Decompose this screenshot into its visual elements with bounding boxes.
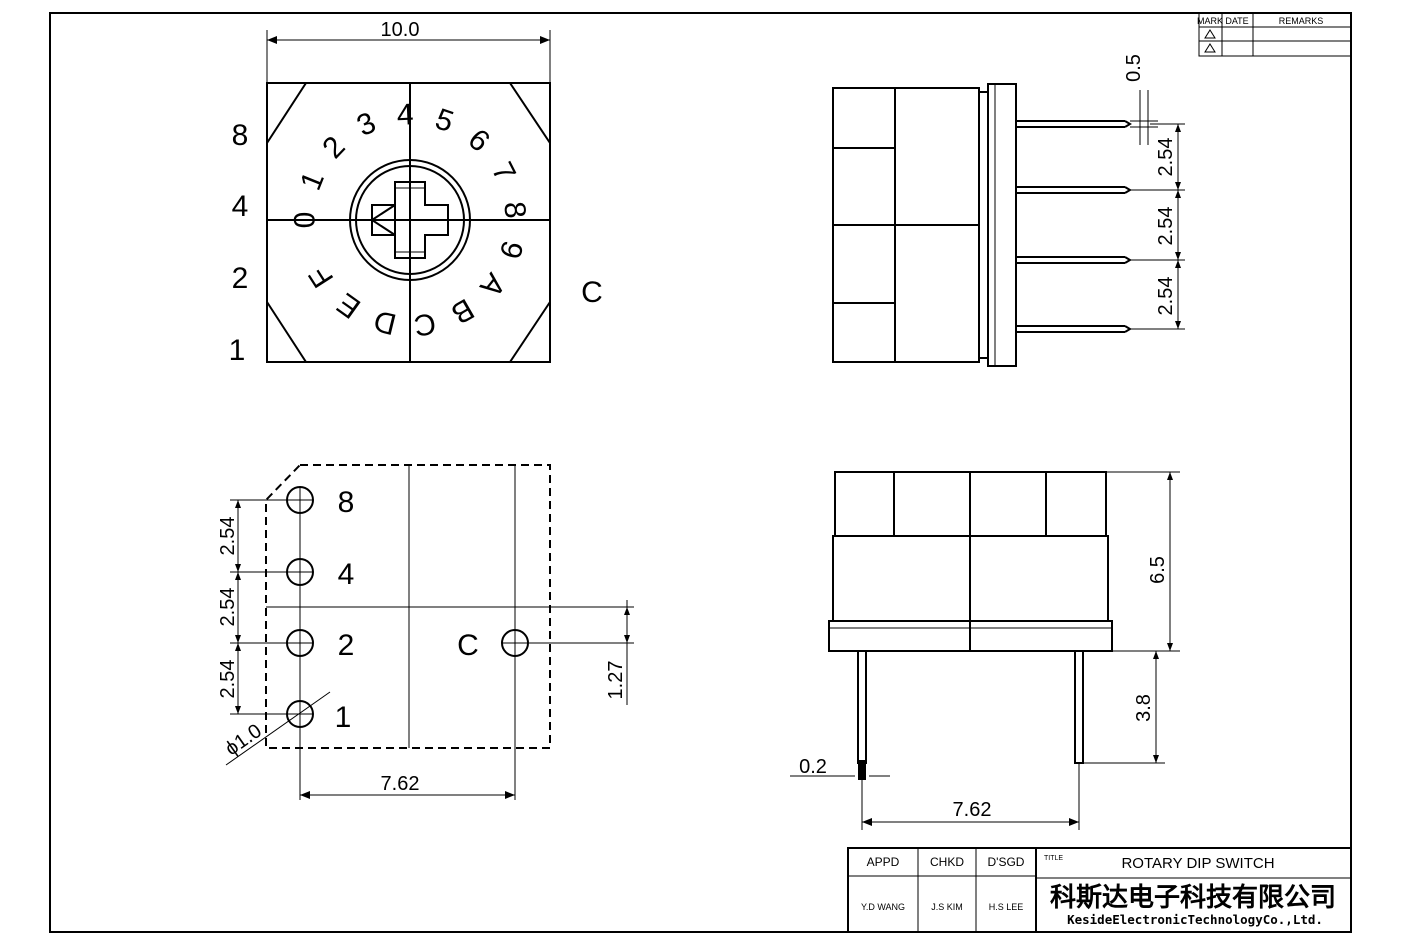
bottom-offset-dim: 1.27 xyxy=(605,661,627,700)
revision-triangle-icon xyxy=(1204,29,1216,39)
rev-header-mark: MARK xyxy=(1197,16,1223,26)
front-pin-length-dim: 3.8 xyxy=(1133,694,1155,722)
bottom-pin-label-1: 1 xyxy=(335,701,352,734)
dial-char-d: D xyxy=(371,303,400,340)
title-header-dsgd: D'SGD xyxy=(988,855,1025,869)
dial-char-c: C xyxy=(412,306,438,342)
title-name-chkd: J.S KIM xyxy=(931,902,963,912)
front-row-spacing-dim: 7.62 xyxy=(953,799,992,821)
top-pin-label-8: 8 xyxy=(232,119,249,152)
rev-header-remarks: REMARKS xyxy=(1279,16,1324,26)
dial-char-b: B xyxy=(445,292,479,331)
bottom-common-label: C xyxy=(457,629,479,662)
front-height-dim: 6.5 xyxy=(1147,556,1169,584)
top-pin-label-2: 2 xyxy=(232,262,249,295)
rev-header-date: DATE xyxy=(1225,16,1248,26)
dial-char-1: 1 xyxy=(294,167,331,195)
company-name-cn: 科斯达电子科技有限公司 xyxy=(1050,883,1336,913)
top-common-label: C xyxy=(581,276,603,309)
dial-char-e: E xyxy=(331,286,366,324)
title-name-dsgd: H.S LEE xyxy=(989,902,1024,912)
side-pitch-dim-2: 2.54 xyxy=(1155,207,1177,246)
dial-char-3: 3 xyxy=(352,106,381,143)
dial-char-2: 2 xyxy=(316,130,351,165)
side-pitch-dim-1: 2.54 xyxy=(1155,138,1177,177)
front-pin-thickness-dim: 0.2 xyxy=(799,756,827,778)
bottom-hole-dim: ϕ1.0 xyxy=(221,720,266,760)
title-header-appd: APPD xyxy=(867,855,900,869)
revision-triangle-icon xyxy=(1204,43,1216,53)
bottom-view: 8 4 2 1 C 2.54 2.54 2.54 1.27 ϕ1.0 7.62 xyxy=(217,464,634,800)
dial-char-9: 9 xyxy=(493,237,529,262)
bottom-pitch-dim-3: 2.54 xyxy=(217,660,239,699)
top-pin-label-1: 1 xyxy=(229,334,246,367)
dial-char-f: F xyxy=(303,260,341,293)
bottom-pitch-dim-1: 2.54 xyxy=(217,517,239,556)
drawing-frame xyxy=(49,12,1352,933)
dial-char-6: 6 xyxy=(462,123,496,159)
dial-char-4: 4 xyxy=(396,98,414,132)
bottom-pin-label-4: 4 xyxy=(338,558,355,591)
title-header-chkd: CHKD xyxy=(930,855,964,869)
bottom-row-spacing-dim: 7.62 xyxy=(381,773,420,795)
top-pin-label-4: 4 xyxy=(232,190,249,223)
bottom-pin-label-2: 2 xyxy=(338,629,355,662)
bottom-pitch-dim-2: 2.54 xyxy=(217,588,239,627)
side-pitch-dim-3: 2.54 xyxy=(1155,277,1177,316)
front-view: 6.5 3.8 0.2 7.62 xyxy=(790,471,1180,830)
side-lead-dim: 0.5 xyxy=(1123,54,1145,82)
dial-char-8: 8 xyxy=(497,200,531,220)
dial-char-5: 5 xyxy=(431,102,458,139)
bottom-pin-label-8: 8 xyxy=(338,486,355,519)
dial-char-a: A xyxy=(473,267,511,303)
drawing-title: ROTARY DIP SWITCH xyxy=(1121,855,1274,872)
dial-char-0: 0 xyxy=(289,212,322,229)
side-view: 0.5 2.54 2.54 2.54 xyxy=(832,54,1185,367)
revision-block: MARK DATE REMARKS xyxy=(1197,12,1352,57)
top-width-dim: 10.0 xyxy=(381,19,420,41)
company-name-en: KesideElectronicTechnologyCo.,Ltd. xyxy=(1067,912,1323,927)
dial-char-7: 7 xyxy=(485,157,522,187)
title-name-appd: Y.D WANG xyxy=(861,902,905,912)
title-block: APPD CHKD D'SGD Y.D WANG J.S KIM H.S LEE… xyxy=(847,847,1352,933)
title-label: TITLE xyxy=(1044,855,1063,862)
